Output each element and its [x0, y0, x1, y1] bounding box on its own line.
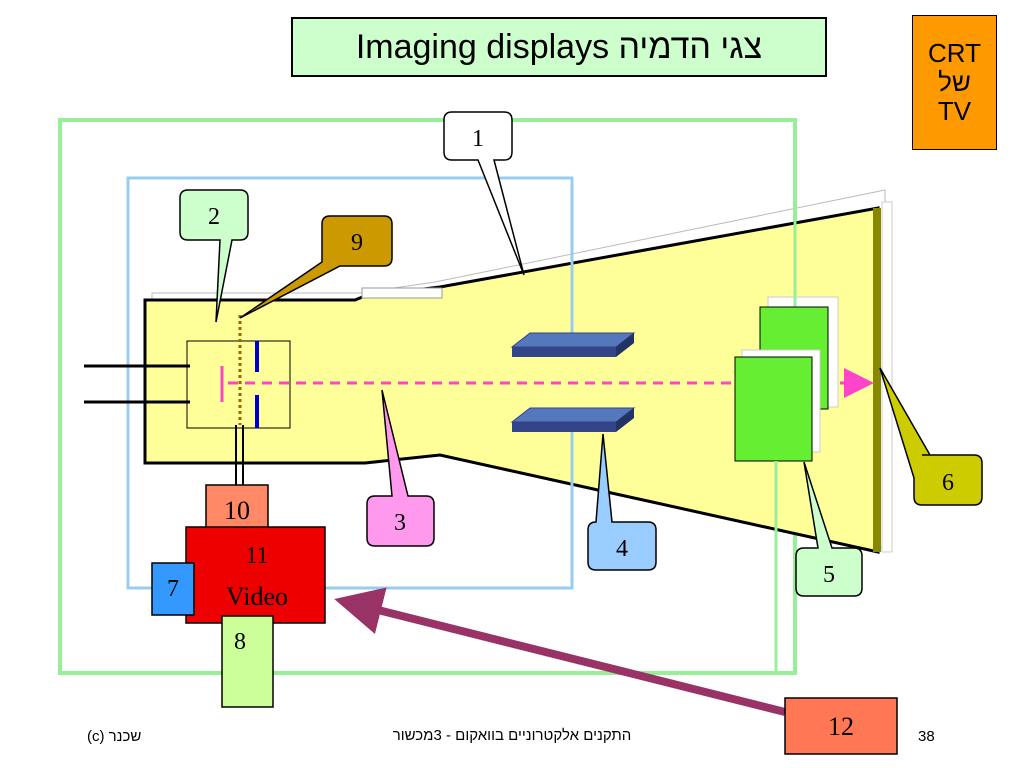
deflection-plate-top: [510, 332, 636, 348]
callout-3-shape: [366, 389, 435, 547]
deflection-plate-top-edge: [616, 333, 634, 357]
label-5: 5: [823, 562, 835, 588]
badge-line-tv: TV: [937, 96, 972, 127]
label-4: 4: [616, 536, 628, 562]
badge-line-shel: של: [938, 66, 971, 97]
h-plate-front: [734, 356, 813, 462]
label-1: 1: [472, 126, 484, 152]
callout-2-shape: [179, 189, 249, 323]
callout-9-shape: [239, 215, 393, 319]
deflection-plate-bottom-edge: [616, 408, 634, 432]
footer-copyright: (c) שכנר: [87, 728, 142, 745]
label-12: 12: [828, 712, 854, 741]
callout-8-box: [221, 615, 274, 708]
callout-1-shape: [443, 111, 525, 276]
label-3: 3: [394, 510, 406, 536]
callout-6-shape: [879, 367, 983, 506]
deflection-plate-top-side: [512, 347, 616, 357]
video-box-11: [185, 526, 326, 624]
phosphor-screen: [873, 208, 881, 552]
label-2: 2: [208, 204, 220, 230]
label-11: 11: [245, 543, 268, 569]
callout-7-box: [151, 562, 195, 616]
callout-5-shape: [795, 461, 863, 597]
label-video: Video: [226, 582, 288, 611]
callout-4-shape: [587, 433, 657, 571]
badge-line-crt: CRT: [928, 37, 981, 68]
label-10: 10: [224, 496, 250, 525]
label-8: 8: [234, 629, 246, 655]
title-text: צגי הדמיה Imaging displays: [355, 27, 763, 66]
deflection-plate-bottom: [510, 407, 636, 423]
callout-12-box: [784, 697, 898, 755]
slide-title: צגי הדמיה Imaging displays: [291, 17, 827, 77]
footer-page-number: 38: [918, 728, 935, 745]
crt-badge: CRT של TV: [912, 15, 997, 150]
deflection-plate-bottom-side: [512, 422, 616, 432]
footer-course: התקנים אלקטרוניים בוואקום - 3מכשור: [392, 727, 632, 744]
label-6: 6: [942, 470, 954, 496]
signal-arrow: [334, 587, 786, 716]
label-7: 7: [167, 576, 179, 602]
label-9: 9: [351, 230, 363, 256]
neck-step: [361, 287, 443, 299]
